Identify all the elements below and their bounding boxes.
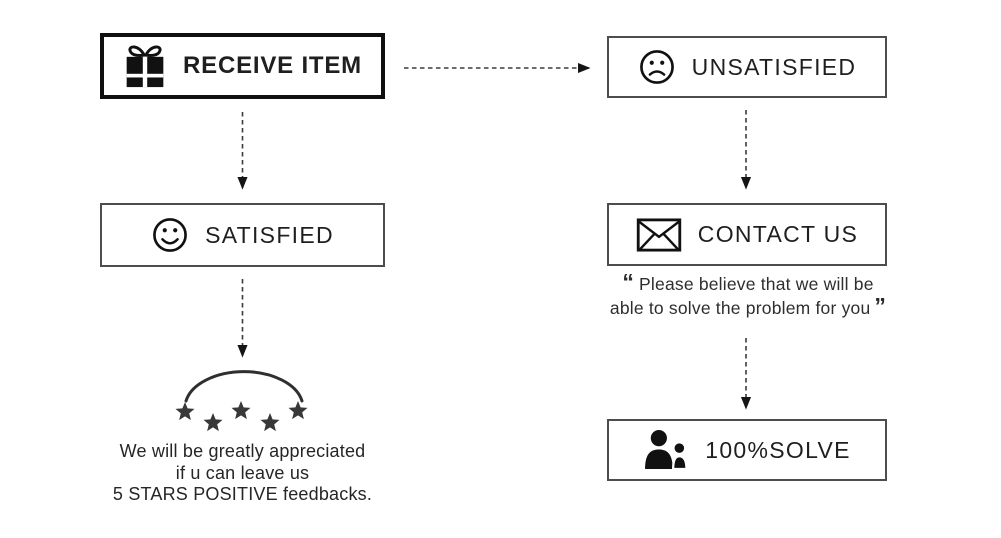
star-icon xyxy=(260,413,280,432)
star-icon xyxy=(175,402,195,421)
node-contact-us: CONTACT US xyxy=(607,203,887,266)
stars-group xyxy=(175,401,308,432)
quote-line-2: able to solve the problem for you” xyxy=(609,292,887,319)
five-stars-graphic xyxy=(175,370,308,432)
envelope-icon xyxy=(636,217,681,252)
node-label: SATISFIED xyxy=(205,221,334,248)
quote-line-1: “Please believe that we will be xyxy=(622,269,874,295)
star-icon xyxy=(203,413,223,432)
star-icon xyxy=(288,401,308,420)
people-icon xyxy=(645,430,688,470)
feedback-text: We will be greatly appreciated if u can … xyxy=(80,441,405,506)
node-label: 100%SOLVE xyxy=(705,436,851,463)
open-quote-mark: “ xyxy=(622,269,635,295)
node-satisfied: SATISFIED xyxy=(100,203,385,267)
star-icon xyxy=(231,401,251,420)
quote-text: “Please believe that we will be able to … xyxy=(597,269,899,319)
feedback-line-1: We will be greatly appreciated xyxy=(119,441,366,461)
node-receive-item: RECEIVE ITEM xyxy=(100,33,385,99)
feedback-line-3: 5 STARS POSITIVE feedbacks. xyxy=(112,484,373,504)
sad-face-icon xyxy=(639,50,674,84)
smiley-face-icon xyxy=(153,218,187,252)
node-label: RECEIVE ITEM xyxy=(183,52,362,79)
node-label: CONTACT US xyxy=(697,221,859,247)
gift-icon xyxy=(126,45,164,88)
close-quote-mark: ” xyxy=(874,292,887,319)
node-100-solve: 100%SOLVE xyxy=(607,419,887,481)
feedback-line-2: if u can leave us xyxy=(175,462,310,483)
stars-arc xyxy=(184,370,304,403)
node-unsatisfied: UNSATISFIED xyxy=(607,36,887,98)
node-label: UNSATISFIED xyxy=(691,53,857,80)
